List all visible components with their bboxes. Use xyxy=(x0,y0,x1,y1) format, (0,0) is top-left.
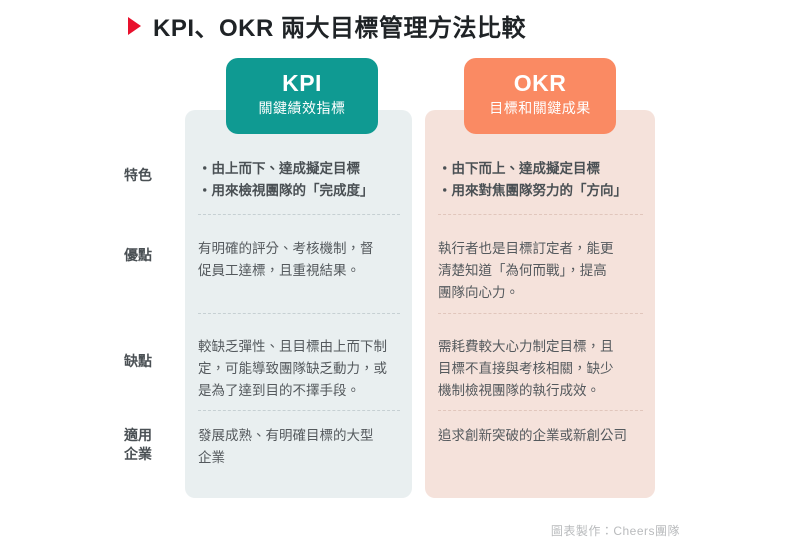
cell-line: 是為了達到目的不擇手段。 xyxy=(198,383,360,398)
cell-line: 目標不直接與考核相關，缺少 xyxy=(438,361,614,376)
row-label-advantages-line1: 優點 xyxy=(124,247,152,263)
cell-kpi-features: ・由上而下、達成擬定目標 ・用來檢視團隊的「完成度」 xyxy=(198,158,398,202)
cell-kpi-suitable-enterprises: 發展成熟、有明確目標的大型 企業 xyxy=(198,425,398,469)
page-title: KPI、OKR 兩大目標管理方法比較 xyxy=(128,8,526,43)
cell-line: 機制檢視團隊的執行成效。 xyxy=(438,383,600,398)
cell-line: 發展成熟、有明確目標的大型 xyxy=(198,428,374,443)
row-label-disadvantages: 缺點 xyxy=(100,352,176,371)
chart-credit: 圖表製作：Cheers團隊 xyxy=(550,524,680,538)
row-separator xyxy=(198,410,400,411)
cell-line: 促員工達標，且重視結果。 xyxy=(198,263,360,278)
column-header-kpi: KPI 關鍵績效指標 xyxy=(226,58,378,134)
cell-line: ・用來對焦團隊努力的「方向」 xyxy=(438,183,627,198)
cell-kpi-advantages: 有明確的評分、考核機制，督 促員工達標，且重視結果。 xyxy=(198,238,398,282)
cell-line: ・用來檢視團隊的「完成度」 xyxy=(198,183,374,198)
column-header-okr-abbr: OKR xyxy=(513,70,567,96)
row-label-disadvantages-line1: 缺點 xyxy=(124,353,152,369)
cell-okr-suitable-enterprises: 追求創新突破的企業或新創公司 xyxy=(438,425,643,447)
cell-line: 追求創新突破的企業或新創公司 xyxy=(438,428,627,443)
cell-line: ・由下而上、達成擬定目標 xyxy=(438,161,600,176)
red-triangle-marker xyxy=(128,16,141,35)
cell-okr-disadvantages: 需耗費較大心力制定目標，且 目標不直接與考核相關，缺少 機制檢視團隊的執行成效。 xyxy=(438,336,643,402)
cell-line: 清楚知道「為何而戰」，提高 xyxy=(438,263,607,278)
cell-line: 執行者也是目標訂定者，能更 xyxy=(438,241,614,256)
row-separator xyxy=(198,313,400,314)
column-panel-kpi xyxy=(185,110,412,498)
row-separator xyxy=(198,214,400,215)
cell-kpi-disadvantages: 較缺乏彈性、且目標由上而下制 定，可能導致團隊缺乏動力，或 是為了達到目的不擇手… xyxy=(198,336,398,402)
cell-line: 企業 xyxy=(198,450,225,465)
row-label-features: 特色 xyxy=(100,166,176,185)
cell-line: 定，可能導致團隊缺乏動力，或 xyxy=(198,361,387,376)
row-label-advantages: 優點 xyxy=(100,246,176,265)
cell-line: ・由上而下、達成擬定目標 xyxy=(198,161,360,176)
cell-okr-features: ・由下而上、達成擬定目標 ・用來對焦團隊努力的「方向」 xyxy=(438,158,643,202)
row-label-features-line1: 特色 xyxy=(124,167,152,183)
cell-line: 有明確的評分、考核機制，督 xyxy=(198,241,374,256)
page-title-text: KPI、OKR 兩大目標管理方法比較 xyxy=(153,15,527,42)
row-separator xyxy=(438,313,643,314)
column-header-okr: OKR 目標和關鍵成果 xyxy=(464,58,616,134)
column-header-kpi-abbr: KPI xyxy=(282,70,322,96)
column-header-kpi-full: 關鍵績效指標 xyxy=(258,100,346,116)
row-label-suitable-enterprises-line2: 企業 xyxy=(124,446,152,462)
cell-okr-advantages: 執行者也是目標訂定者，能更 清楚知道「為何而戰」，提高 團隊向心力。 xyxy=(438,238,643,304)
cell-line: 較缺乏彈性、且目標由上而下制 xyxy=(198,339,387,354)
cell-line: 需耗費較大心力制定目標，且 xyxy=(438,339,614,354)
row-label-suitable-enterprises-line1: 適用 xyxy=(124,427,152,443)
row-label-suitable-enterprises: 適用 企業 xyxy=(100,426,176,464)
row-separator xyxy=(438,410,643,411)
cell-line: 團隊向心力。 xyxy=(438,285,519,300)
row-separator xyxy=(438,214,643,215)
column-header-okr-full: 目標和關鍵成果 xyxy=(489,100,591,116)
column-panel-okr xyxy=(425,110,655,498)
